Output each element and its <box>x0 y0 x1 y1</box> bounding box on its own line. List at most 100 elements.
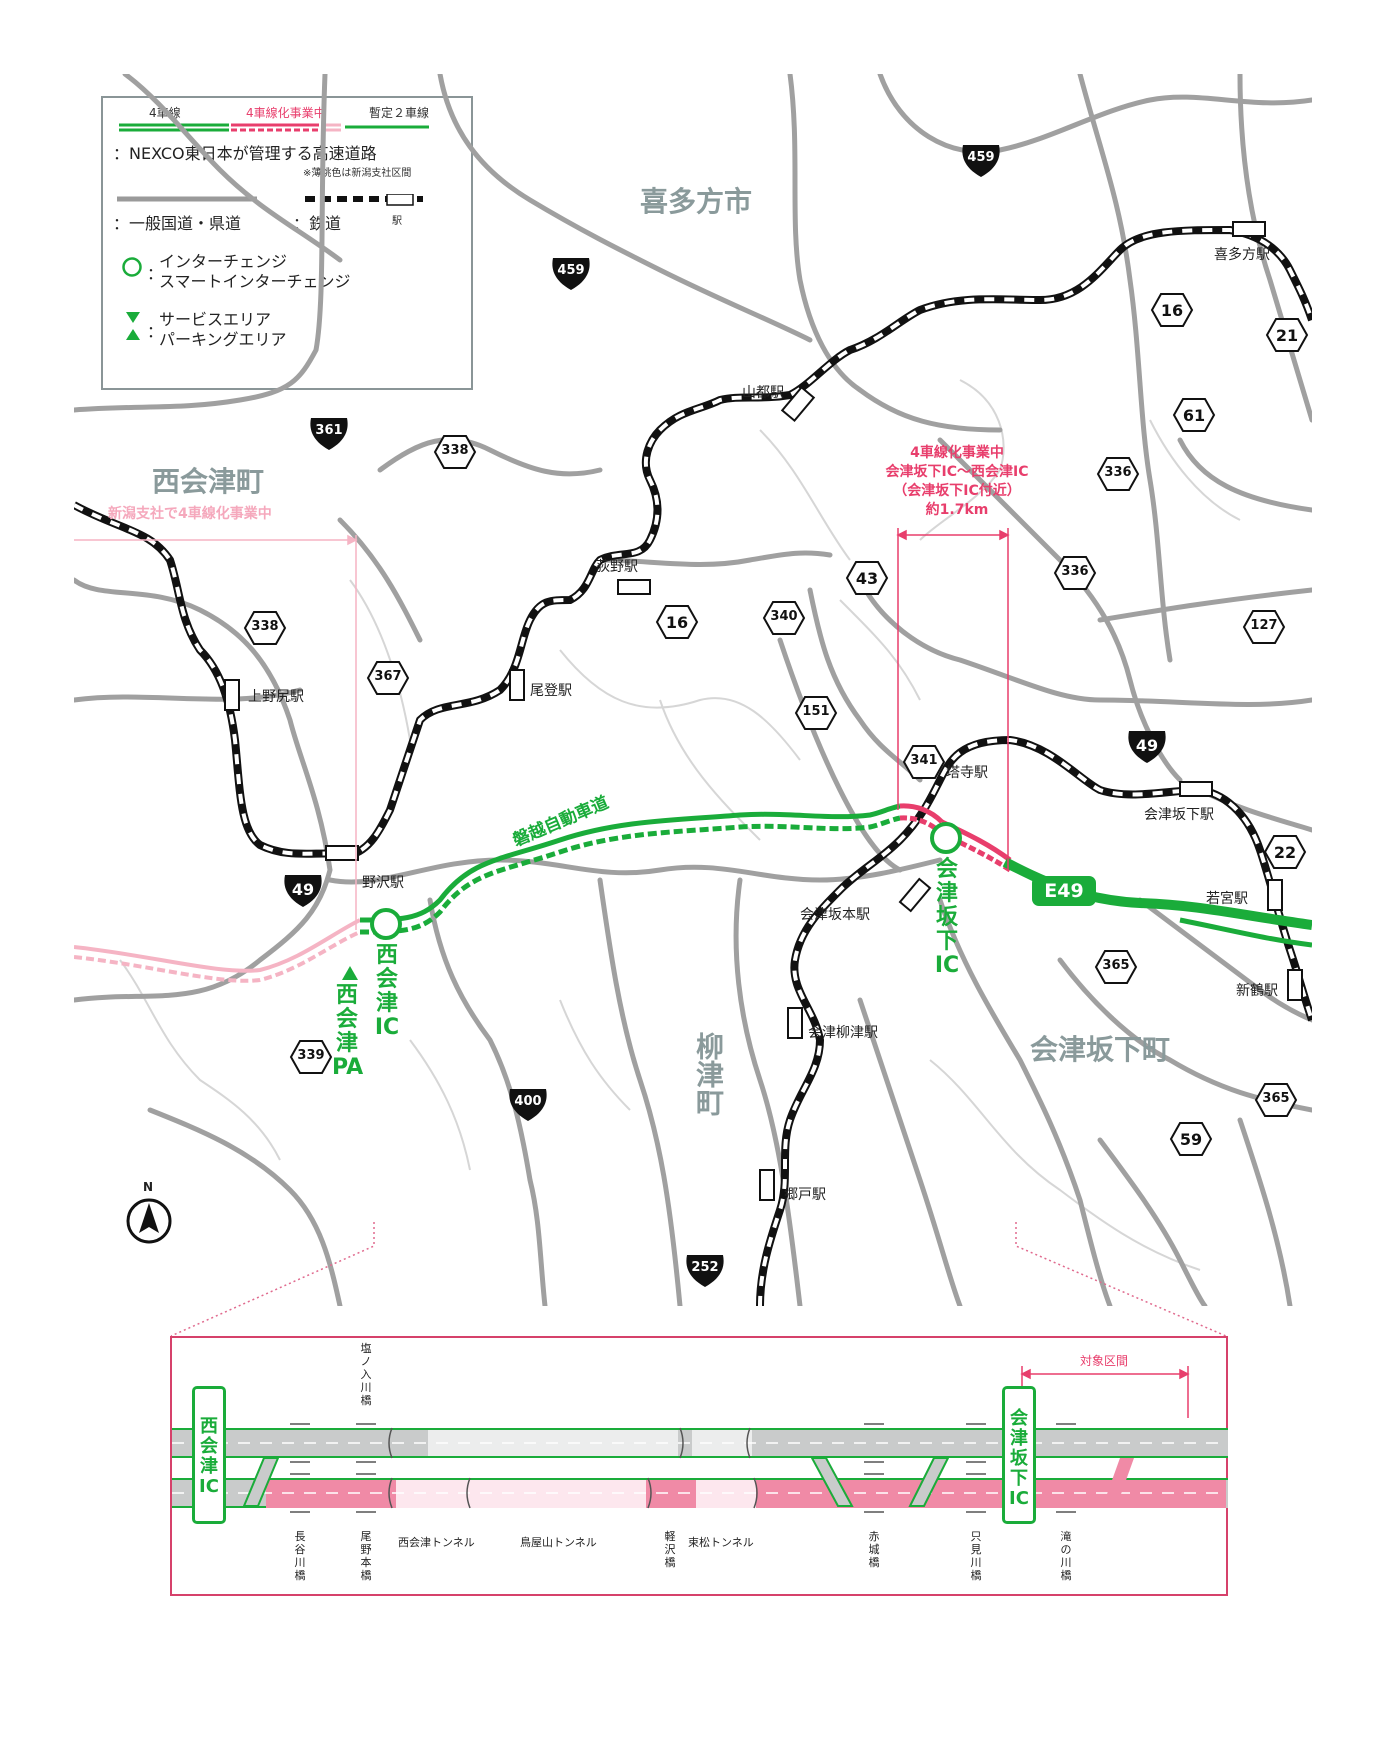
prefectural-route-shield: 151 <box>794 695 838 731</box>
national-route-shield: 400 <box>506 1085 550 1123</box>
route-number: 127 <box>1250 618 1278 633</box>
label-char: 川 <box>360 1381 372 1394</box>
prefectural-route-shield: 365 <box>1094 949 1138 985</box>
route-number: 336 <box>1104 465 1132 480</box>
prefectural-route-shield: 338 <box>243 610 287 646</box>
route-number: 367 <box>374 669 402 684</box>
prefectural-route-shield: 341 <box>902 744 946 780</box>
station-label-onobori: 尾登駅 <box>530 683 572 699</box>
route-number: 59 <box>1179 1130 1203 1149</box>
prefectural-route-shield: 336 <box>1096 456 1140 492</box>
label-char: 橋 <box>664 1556 676 1569</box>
label-char: IC <box>1009 1488 1029 1509</box>
label-char: 会 <box>200 1436 218 1457</box>
legend-sa: サービスエリア <box>159 310 272 329</box>
label-char: 橋 <box>868 1556 880 1569</box>
route-number: 365 <box>1102 958 1130 973</box>
route-number: 49 <box>291 880 315 899</box>
project-dimension <box>896 528 1010 870</box>
prefectural-route-shield: 127 <box>1242 609 1286 645</box>
railway-line <box>74 225 1312 1306</box>
station-marker-niitsuru <box>1287 969 1303 1001</box>
legend-two-lane: 暫定２車線 <box>369 106 430 120</box>
bridge-label-hasegawa: 長谷川橋 <box>292 1530 308 1582</box>
label-char: 下 <box>935 929 958 954</box>
prefectural-route-shield: 336 <box>1053 555 1097 591</box>
e49-route-badge: E49 <box>1032 876 1096 906</box>
legend-expressway-swatch <box>119 123 429 132</box>
project-line1: 4車線化事業中 <box>910 445 1004 461</box>
label-char: 橋 <box>360 1394 372 1407</box>
legend-pa: パーキングエリア <box>159 330 287 349</box>
label-char: 西 <box>375 943 398 968</box>
compass-icon <box>126 1198 172 1244</box>
label-char: PA <box>332 1055 364 1080</box>
label-char: 沢 <box>664 1543 676 1556</box>
station-label-kaminojiri: 上野尻駅 <box>248 689 304 705</box>
label-char: 津 <box>200 1456 218 1477</box>
label-char: 会 <box>375 967 398 992</box>
station-label-niitsuru: 新鶴駅 <box>1236 983 1278 999</box>
label-char: 入 <box>360 1368 372 1381</box>
label-char: IC <box>199 1476 219 1497</box>
station-label-ogino: 荻野駅 <box>596 559 638 575</box>
station-markers <box>224 221 1303 1201</box>
north-arrow: N <box>124 1180 174 1250</box>
route-number: 459 <box>967 150 995 165</box>
route-number: 21 <box>1275 326 1299 345</box>
label-char: 津 <box>1010 1428 1028 1449</box>
label-char: 会 <box>335 1007 358 1032</box>
prefectural-route-shield: 16 <box>655 604 699 640</box>
label-char: 会 <box>1010 1408 1028 1429</box>
route-number: 49 <box>1135 736 1159 755</box>
station-marker-yamato <box>780 385 816 423</box>
label-char: 只 <box>970 1530 982 1543</box>
interchange-icon <box>370 908 402 940</box>
station-marker-aizubange <box>1179 781 1213 797</box>
station-marker-onobori <box>509 669 525 701</box>
route-number: 151 <box>802 704 830 719</box>
label-char: 野 <box>360 1543 372 1556</box>
label-char: 谷 <box>294 1543 306 1556</box>
service-area-icon <box>126 312 140 340</box>
route-number: 16 <box>1160 301 1184 320</box>
station-label-wakamiya: 若宮駅 <box>1206 891 1248 907</box>
label-char: の <box>1060 1543 1072 1556</box>
label-char: 橋 <box>294 1569 306 1582</box>
label-char: 滝 <box>1060 1530 1072 1543</box>
national-route-shield: 361 <box>307 414 351 452</box>
route-number: 340 <box>770 609 798 624</box>
station-marker-aizuyanaizu <box>787 1007 803 1039</box>
bridge-label-takinokawa: 滝の川橋 <box>1058 1530 1074 1582</box>
station-label-nozawa: 野沢駅 <box>362 875 404 891</box>
label-char: 尾 <box>360 1530 372 1543</box>
station-marker-aizusakamoto <box>898 877 932 913</box>
project-annotation: 4車線化事業中 会津坂下IC～西会津IC （会津坂下IC付近） 約1.7km <box>852 444 1062 520</box>
label-char: IC <box>934 953 960 978</box>
route-number: 338 <box>441 443 469 458</box>
niigata-note: 新潟支社で4車線化事業中 <box>108 506 272 522</box>
prefectural-route-shield: 43 <box>845 560 889 596</box>
station-marker-kaminojiri <box>224 679 240 711</box>
label-char: 塩 <box>360 1342 372 1355</box>
national-route-shield: 49 <box>1125 727 1169 765</box>
town-label-yanaizu-text: 柳津町 <box>692 1032 725 1116</box>
label-char: 橋 <box>970 1569 982 1582</box>
label-char: 会 <box>935 857 958 882</box>
project-line2: 会津坂下IC～西会津IC <box>885 464 1029 480</box>
north-label: N <box>143 1180 154 1194</box>
label-char: 津 <box>375 991 398 1016</box>
legend-ic1: インターチェンジ <box>159 252 288 271</box>
target-section-label: 対象区間 <box>1080 1354 1129 1368</box>
route-number: 365 <box>1262 1091 1290 1106</box>
station-marker-wakamiya <box>1267 879 1283 911</box>
route-number: 22 <box>1273 843 1297 862</box>
label-char: 軽 <box>664 1530 676 1543</box>
town-label-kitakata: 喜多方市 <box>640 185 753 218</box>
legend-ic-colon: ： <box>147 264 164 283</box>
